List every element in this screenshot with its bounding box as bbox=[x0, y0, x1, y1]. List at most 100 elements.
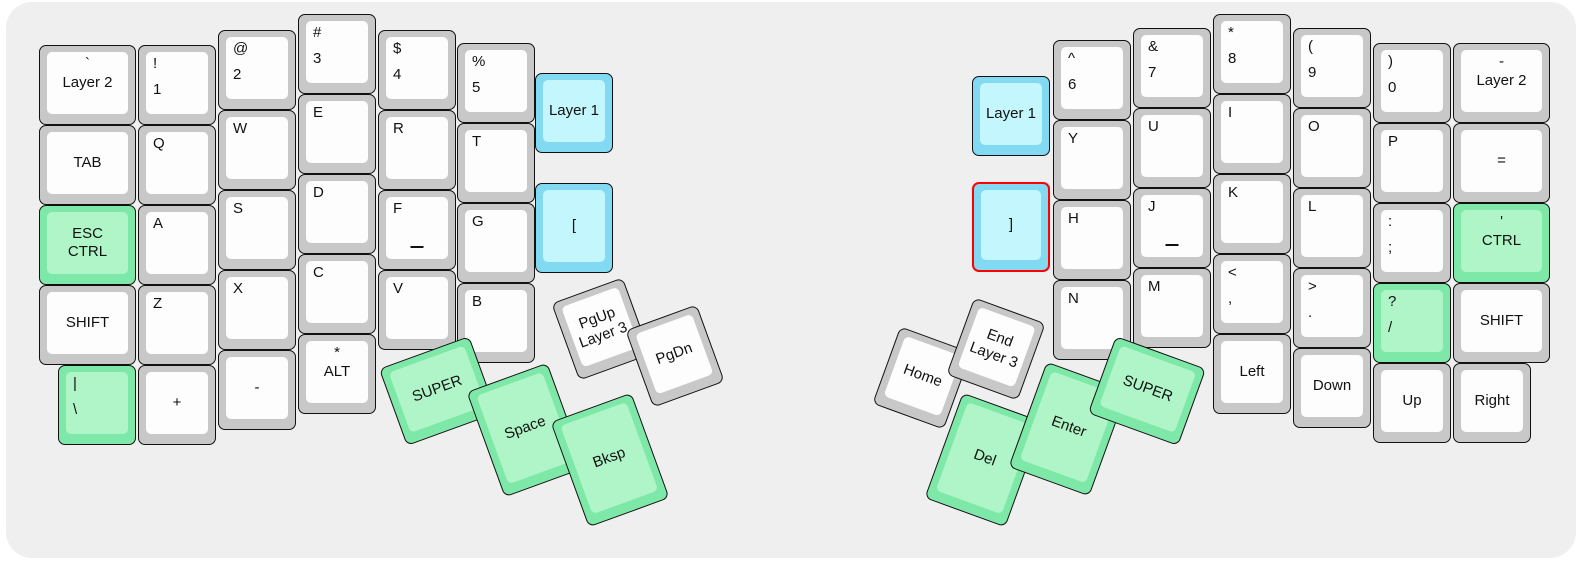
key-s-cap: S bbox=[226, 197, 288, 259]
key-left[interactable]: Left bbox=[1213, 334, 1291, 414]
key-c-cap: C bbox=[306, 261, 368, 323]
key-4[interactable]: $4 bbox=[378, 30, 456, 110]
key-layer1-right[interactable]: Layer 1 bbox=[972, 76, 1050, 156]
key-o[interactable]: O bbox=[1293, 108, 1371, 188]
key-p[interactable]: P bbox=[1373, 123, 1451, 203]
key-v-legend-top: V bbox=[393, 280, 404, 297]
key-layer1-left-legend-main: Layer 1 bbox=[548, 102, 600, 120]
key-down-cap: Down bbox=[1301, 355, 1363, 417]
key-b-cap: B bbox=[465, 290, 527, 352]
key-t-legend-top: T bbox=[472, 133, 482, 150]
key-shift-right[interactable]: SHIFT bbox=[1453, 283, 1550, 363]
key-slash-legend-top: ? bbox=[1388, 293, 1397, 310]
key-v[interactable]: V bbox=[378, 270, 456, 350]
key-plus[interactable]: + bbox=[138, 365, 216, 445]
key-a[interactable]: A bbox=[138, 205, 216, 285]
key-n[interactable]: N bbox=[1053, 280, 1131, 360]
key-8[interactable]: *8 bbox=[1213, 14, 1291, 94]
key-tab-cap: TAB bbox=[47, 132, 128, 194]
key-quote-ctrl-cap: 'CTRL bbox=[1461, 210, 1542, 272]
key-0-cap: )0 bbox=[1381, 50, 1443, 112]
key-bracket-right-cap: ] bbox=[981, 190, 1041, 260]
key-pipe-backslash[interactable]: |\ bbox=[58, 365, 136, 445]
key-f-cap: F bbox=[386, 197, 448, 259]
key-layer1-right-legend-main: Layer 1 bbox=[985, 105, 1037, 123]
key-i[interactable]: I bbox=[1213, 94, 1291, 174]
key-slash-legend-main: / bbox=[1388, 319, 1393, 337]
key-1[interactable]: !1 bbox=[138, 45, 216, 125]
key-h[interactable]: H bbox=[1053, 200, 1131, 280]
key-pgdn-legend-main: PgDn bbox=[653, 339, 695, 369]
key-layer1-left[interactable]: Layer 1 bbox=[535, 73, 613, 153]
key-alt[interactable]: *ALT bbox=[298, 334, 376, 414]
key-bracket-right[interactable]: ] bbox=[972, 182, 1050, 272]
key-g[interactable]: G bbox=[457, 203, 535, 283]
key-c[interactable]: C bbox=[298, 254, 376, 334]
key-minus-left[interactable]: - bbox=[218, 350, 296, 430]
key-left-cap: Left bbox=[1221, 341, 1283, 403]
key-equals[interactable]: = bbox=[1453, 123, 1550, 203]
key-w-legend-top: W bbox=[233, 120, 248, 137]
key-down[interactable]: Down bbox=[1293, 348, 1371, 428]
key-b[interactable]: B bbox=[457, 283, 535, 363]
key-minus-layer2[interactable]: -Layer 2 bbox=[1453, 43, 1550, 123]
key-bracket-left[interactable]: [ bbox=[535, 183, 613, 273]
key-d[interactable]: D bbox=[298, 174, 376, 254]
key-t[interactable]: T bbox=[457, 123, 535, 203]
key-z[interactable]: Z bbox=[138, 285, 216, 365]
key-quote-ctrl[interactable]: 'CTRL bbox=[1453, 203, 1550, 283]
key-2[interactable]: @2 bbox=[218, 30, 296, 110]
key-6-legend-main: 6 bbox=[1068, 76, 1077, 94]
key-slash[interactable]: ?/ bbox=[1373, 283, 1451, 363]
key-comma[interactable]: <, bbox=[1213, 254, 1291, 334]
key-right[interactable]: Right bbox=[1453, 363, 1531, 443]
key-w[interactable]: W bbox=[218, 110, 296, 190]
key-u[interactable]: U bbox=[1133, 108, 1211, 188]
key-pipe-backslash-legend-main: \ bbox=[73, 401, 78, 419]
key-s[interactable]: S bbox=[218, 190, 296, 270]
key-0[interactable]: )0 bbox=[1373, 43, 1451, 123]
key-n-cap: N bbox=[1061, 287, 1123, 349]
key-7-legend-main: 7 bbox=[1148, 64, 1157, 82]
key-grave-layer2-legend-main: Layer 2 bbox=[62, 74, 113, 92]
key-tab[interactable]: TAB bbox=[39, 125, 136, 205]
key-period[interactable]: >. bbox=[1293, 268, 1371, 348]
key-h-cap: H bbox=[1061, 207, 1123, 269]
key-m[interactable]: M bbox=[1133, 268, 1211, 348]
key-tab-legend-main: TAB bbox=[73, 154, 102, 172]
key-shift-left[interactable]: SHIFT bbox=[39, 285, 136, 365]
key-3[interactable]: #3 bbox=[298, 14, 376, 94]
key-2-legend-top: @ bbox=[233, 40, 249, 57]
key-semicolon[interactable]: :; bbox=[1373, 203, 1451, 283]
key-minus-layer2-cap: -Layer 2 bbox=[1461, 50, 1542, 112]
key-alt-legend-main: ALT bbox=[323, 363, 351, 381]
key-7[interactable]: &7 bbox=[1133, 28, 1211, 108]
key-equals-cap: = bbox=[1461, 130, 1542, 192]
key-plus-cap: + bbox=[146, 372, 208, 434]
key-f[interactable]: F bbox=[378, 190, 456, 270]
key-5[interactable]: %5 bbox=[457, 43, 535, 123]
key-layer1-right-cap: Layer 1 bbox=[980, 83, 1042, 145]
key-up[interactable]: Up bbox=[1373, 363, 1451, 443]
key-x[interactable]: X bbox=[218, 270, 296, 350]
key-y-legend-top: Y bbox=[1068, 130, 1079, 147]
key-end-layer3-legend-main: End Layer 3 bbox=[967, 325, 1021, 372]
key-d-cap: D bbox=[306, 181, 368, 243]
key-minus-layer2-legend-top: - bbox=[1499, 53, 1504, 70]
key-j[interactable]: J bbox=[1133, 188, 1211, 268]
key-q[interactable]: Q bbox=[138, 125, 216, 205]
key-pipe-backslash-legend-top: | bbox=[73, 375, 77, 392]
key-6[interactable]: ^6 bbox=[1053, 40, 1131, 120]
key-3-cap: #3 bbox=[306, 21, 368, 83]
key-grave-layer2[interactable]: `Layer 2 bbox=[39, 45, 136, 125]
key-r[interactable]: R bbox=[378, 110, 456, 190]
key-esc-ctrl[interactable]: ESC CTRL bbox=[39, 205, 136, 285]
key-9[interactable]: (9 bbox=[1293, 28, 1371, 108]
key-e[interactable]: E bbox=[298, 94, 376, 174]
key-p-cap: P bbox=[1381, 130, 1443, 192]
key-y[interactable]: Y bbox=[1053, 120, 1131, 200]
key-k[interactable]: K bbox=[1213, 174, 1291, 254]
key-comma-legend-top: < bbox=[1228, 264, 1237, 281]
key-e-legend-top: E bbox=[313, 104, 324, 121]
key-l[interactable]: L bbox=[1293, 188, 1371, 268]
